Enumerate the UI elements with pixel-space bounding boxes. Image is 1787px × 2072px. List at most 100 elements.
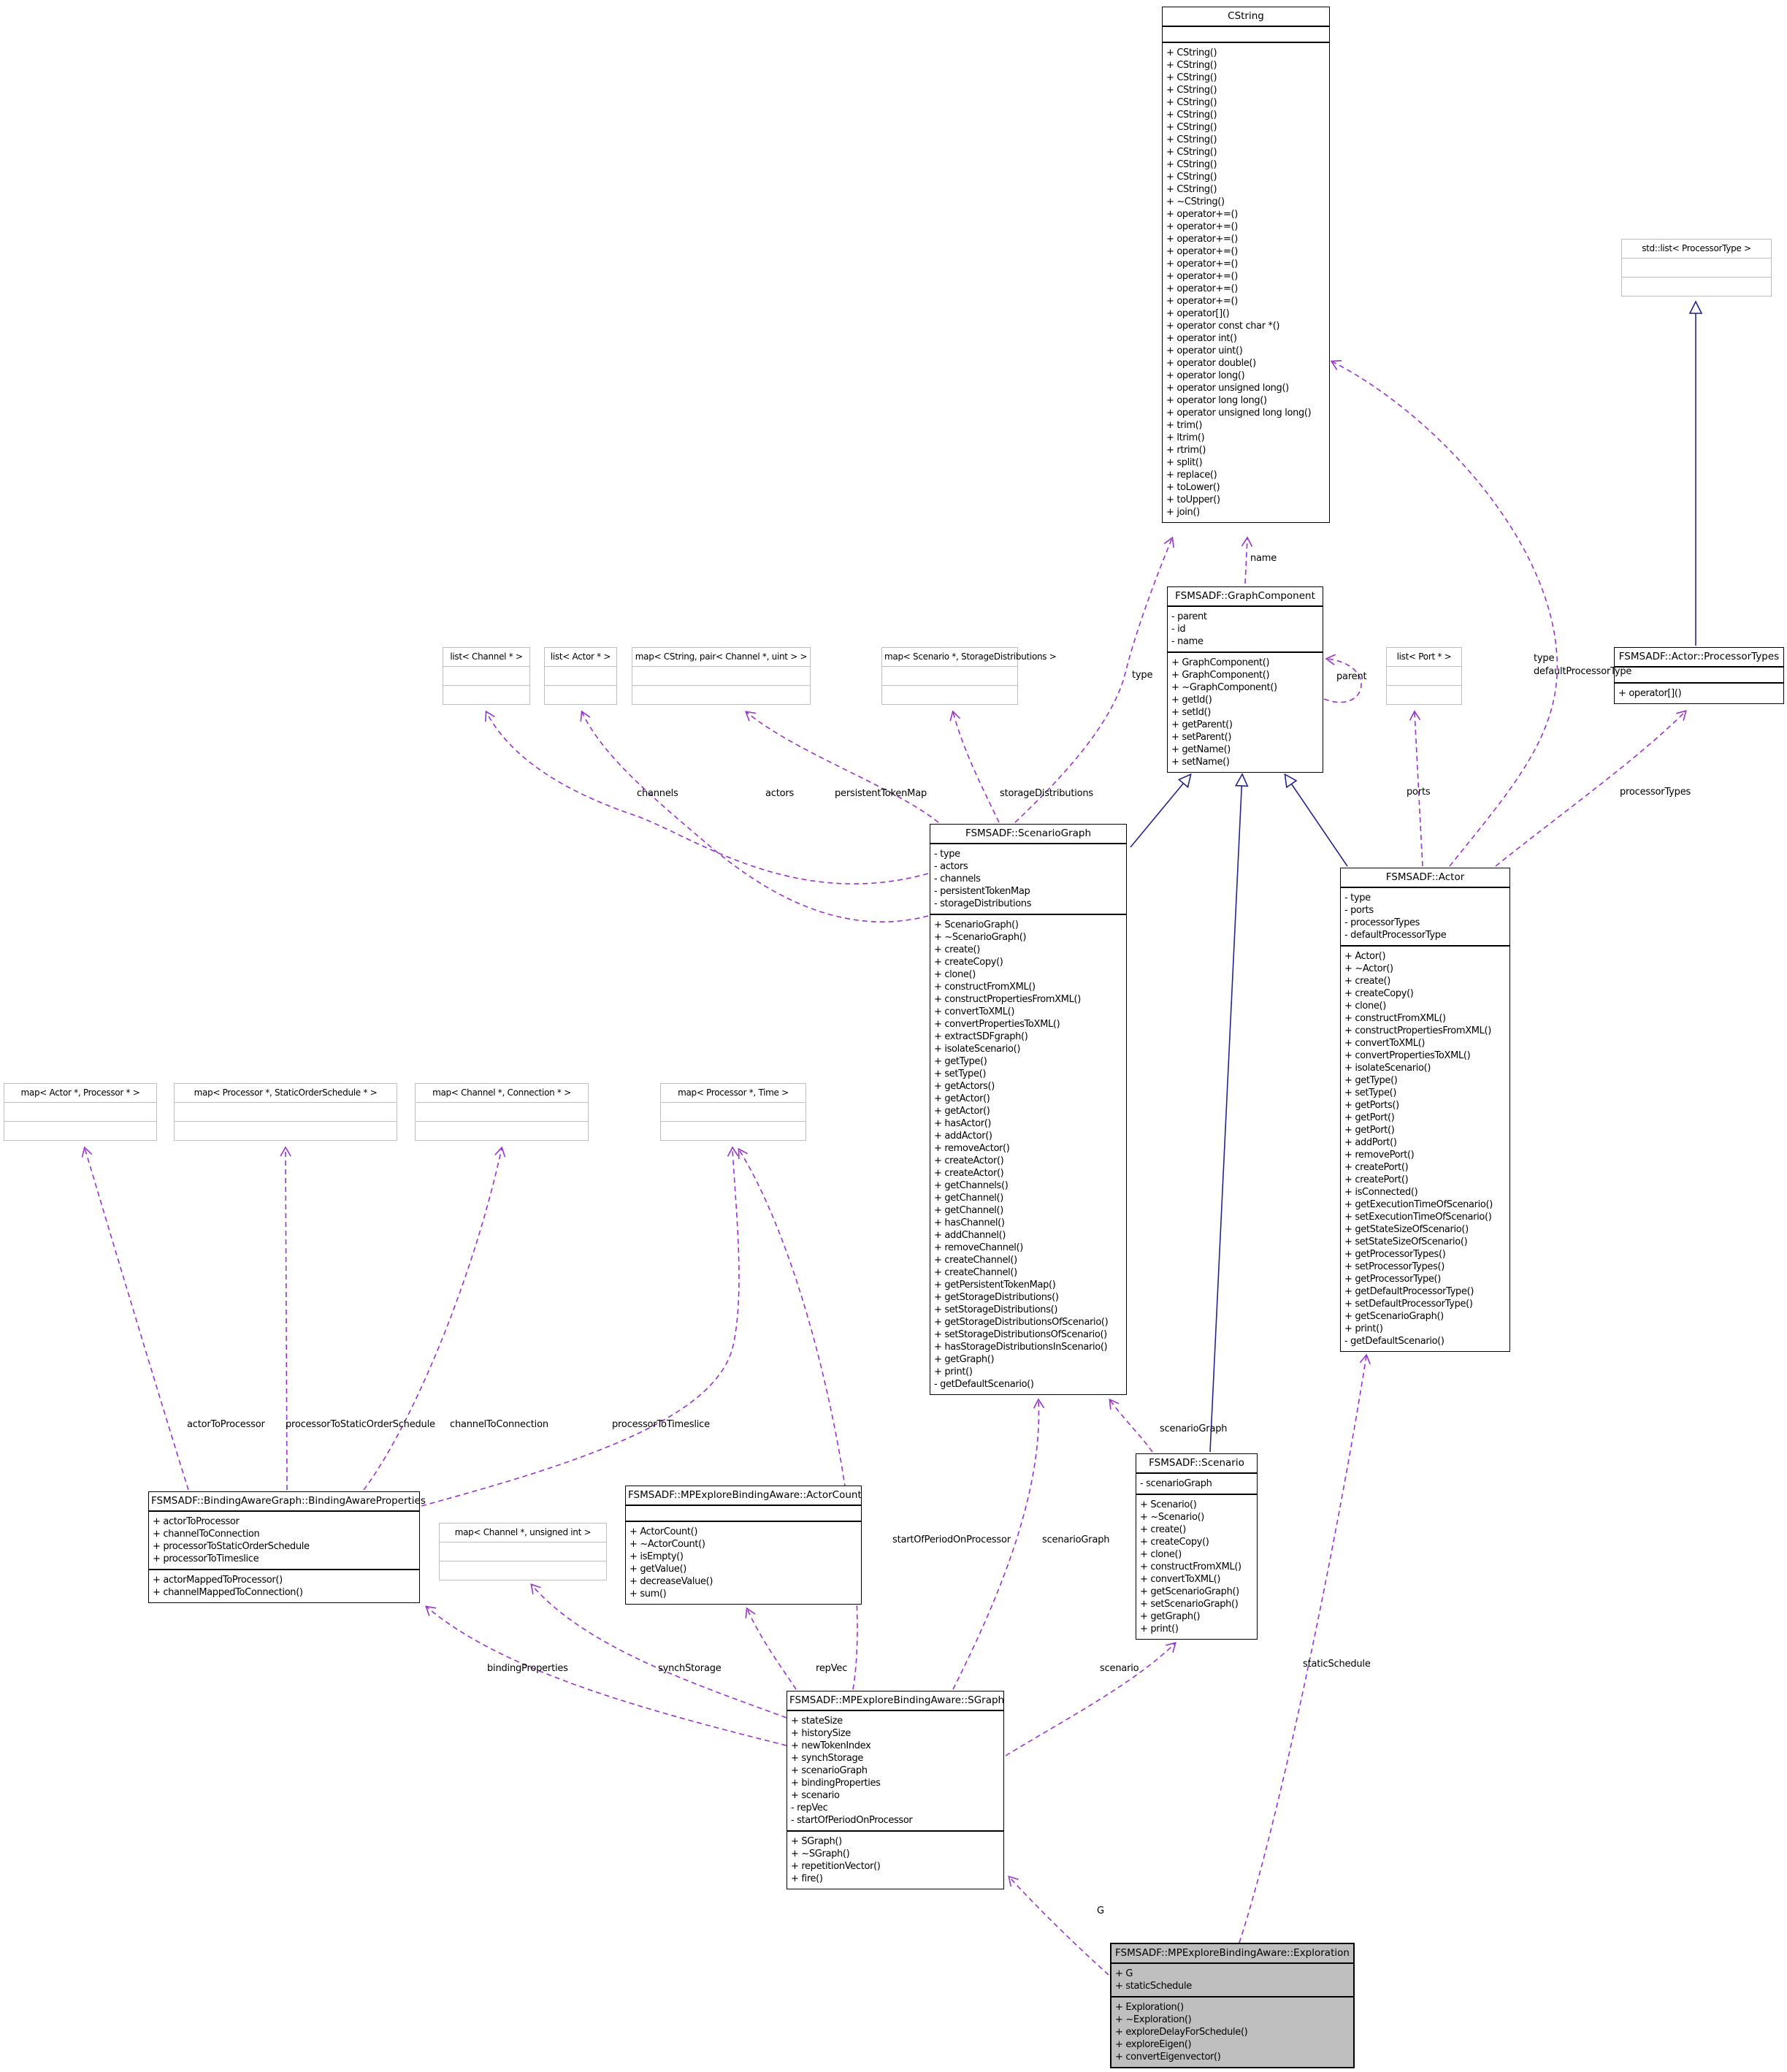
method: + CString() xyxy=(1166,47,1217,58)
edge-synchstorage xyxy=(530,1583,787,1719)
method: + convertEigenvector() xyxy=(1115,2052,1221,2063)
method: + ~ActorCount() xyxy=(630,1539,705,1550)
method: + fire() xyxy=(791,1873,823,1884)
class-box-stdlist-processortype[interactable]: std::list< ProcessorType > xyxy=(1621,239,1772,297)
class-box-sgraph[interactable]: FSMSADF::MPExploreBindingAware::SGraph+ … xyxy=(787,1691,1004,1889)
edge-processortostaticorderschedule xyxy=(280,1146,291,1491)
method: + getType() xyxy=(1344,1075,1398,1086)
attribute: - name xyxy=(1171,636,1204,647)
method: + operator unsigned long() xyxy=(1166,383,1289,394)
method: + print() xyxy=(934,1366,973,1377)
method: + Exploration() xyxy=(1115,2002,1184,2013)
class-box-actor[interactable]: FSMSADF::Actor- type- ports- processorTy… xyxy=(1340,868,1510,1352)
list-channel-methods-compartment xyxy=(443,685,529,704)
sgraph-methods-compartment: + SGraph()+ ~SGraph()+ repetitionVector(… xyxy=(787,1830,1003,1889)
method: + operator+=() xyxy=(1166,296,1238,307)
class-box-list-channel[interactable]: list< Channel * > xyxy=(443,647,530,705)
method: + setScenarioGraph() xyxy=(1140,1599,1239,1610)
method: + isConnected() xyxy=(1344,1187,1418,1198)
class-box-map-processor-time[interactable]: map< Processor *, Time > xyxy=(660,1083,806,1141)
attribute: + bindingProperties xyxy=(791,1778,881,1789)
method: + operator long() xyxy=(1166,370,1245,381)
edge-label-storagedistributions: storageDistributions xyxy=(1000,788,1093,799)
edge-persistenttokenmap xyxy=(744,711,939,823)
class-box-map-scenario-storagedistributions[interactable]: map< Scenario *, StorageDistributions > xyxy=(881,647,1057,705)
class-title-bindingawareproperties: FSMSADF::BindingAwareGraph::BindingAware… xyxy=(151,1495,426,1507)
method: + Scenario() xyxy=(1140,1499,1197,1510)
class-box-scenario[interactable]: FSMSADF::Scenario- scenarioGraph+ Scenar… xyxy=(1136,1453,1258,1640)
class-box-map-channel-uint[interactable]: map< Channel *, unsigned int > xyxy=(439,1523,607,1580)
edge-channels xyxy=(485,710,929,884)
method: + operator+=() xyxy=(1166,259,1238,269)
method: + clone() xyxy=(934,969,976,980)
method: + getPorts() xyxy=(1344,1100,1399,1111)
class-box-list-actor[interactable]: list< Actor * > xyxy=(544,647,617,705)
method: + operator+=() xyxy=(1166,283,1238,294)
sgraph-attributes-compartment: + stateSize+ historySize+ newTokenIndex+… xyxy=(787,1710,1003,1830)
attribute: - actors xyxy=(934,861,968,872)
class-box-map-actor-processor[interactable]: map< Actor *, Processor * > xyxy=(4,1083,157,1141)
map-cstring-pair-attributes-compartment xyxy=(632,666,810,685)
attribute: + historySize xyxy=(791,1728,851,1739)
method: + getDefaultProcessorType() xyxy=(1344,1286,1474,1297)
method: + setDefaultProcessorType() xyxy=(1344,1299,1473,1310)
class-box-bindingawareproperties[interactable]: FSMSADF::BindingAwareGraph::BindingAware… xyxy=(148,1491,426,1603)
method: + removeActor() xyxy=(934,1143,1010,1154)
class-box-graphcomponent[interactable]: FSMSADF::GraphComponent- parent- id- nam… xyxy=(1167,586,1323,773)
class-box-processortypes[interactable]: FSMSADF::Actor::ProcessorTypes+ operator… xyxy=(1614,647,1784,704)
method: + CString() xyxy=(1166,122,1217,133)
method: + toLower() xyxy=(1166,482,1220,493)
method: + operator[]() xyxy=(1618,688,1682,699)
edge-label-name: name xyxy=(1250,553,1277,564)
method: + repetitionVector() xyxy=(791,1861,881,1872)
attribute: - parent xyxy=(1171,611,1207,622)
edge-startofperiodonprocessor xyxy=(738,1147,858,1690)
method: + operator const char *() xyxy=(1166,321,1280,332)
edge-inherit-scenario xyxy=(1209,773,1249,1453)
class-box-map-channel-connection[interactable]: map< Channel *, Connection * > xyxy=(415,1083,589,1141)
method: + GraphComponent() xyxy=(1171,657,1270,668)
class-box-exploration[interactable]: FSMSADF::MPExploreBindingAware::Explorat… xyxy=(1110,1943,1355,2068)
method: + CString() xyxy=(1166,159,1217,170)
method: + convertPropertiesToXML() xyxy=(934,1019,1060,1030)
method: + getChannel() xyxy=(934,1205,1003,1216)
method: + getValue() xyxy=(630,1564,687,1575)
attribute: - type xyxy=(934,849,960,860)
class-title-map-channel-uint: map< Channel *, unsigned int > xyxy=(454,1527,592,1537)
class-box-map-processor-staticorderschedule[interactable]: map< Processor *, StaticOrderSchedule * … xyxy=(174,1083,397,1141)
class-title-map-channel-connection: map< Channel *, Connection * > xyxy=(432,1087,571,1098)
method: + replace() xyxy=(1166,470,1217,481)
method: + decreaseValue() xyxy=(630,1576,713,1587)
edge-scenario xyxy=(1005,1642,1176,1756)
map-channel-connection-attributes-compartment xyxy=(416,1102,588,1121)
attribute: - ports xyxy=(1344,905,1374,916)
method: + getScenarioGraph() xyxy=(1344,1311,1444,1322)
edge-label-repvec: repVec xyxy=(816,1663,848,1674)
class-title-map-processor-staticorderschedule: map< Processor *, StaticOrderSchedule * … xyxy=(194,1087,378,1098)
method: + ~Scenario() xyxy=(1140,1512,1205,1523)
method: + CString() xyxy=(1166,72,1217,83)
edge-label-staticschedule: staticSchedule xyxy=(1303,1659,1371,1670)
method: + getType() xyxy=(934,1056,987,1067)
edge-label-type-defaultprocessortype: type defaultProcessorType xyxy=(1534,653,1632,677)
class-box-cstring[interactable]: CString+ CString()+ CString()+ CString()… xyxy=(1162,7,1330,523)
edge-label-bindingproperties: bindingProperties xyxy=(487,1663,568,1674)
method: + getChannel() xyxy=(934,1193,1003,1204)
class-box-list-port[interactable]: list< Port * > xyxy=(1386,647,1462,705)
method: + addActor() xyxy=(934,1131,992,1142)
bindingawareproperties-attributes-compartment: + actorToProcessor+ channelToConnection+… xyxy=(149,1510,419,1569)
class-box-actorcount[interactable]: FSMSADF::MPExploreBindingAware::ActorCou… xyxy=(625,1486,862,1605)
class-box-map-cstring-pair[interactable]: map< CString, pair< Channel *, uint > > xyxy=(632,647,811,705)
method: + operator[]() xyxy=(1166,308,1230,319)
edge-staticschedule xyxy=(1239,1353,1371,1943)
method: + clone() xyxy=(1344,1001,1386,1012)
attribute: + G xyxy=(1115,1968,1133,1979)
method: + CString() xyxy=(1166,110,1217,121)
attribute: + scenarioGraph xyxy=(791,1765,868,1776)
method: + getId() xyxy=(1171,695,1212,706)
attribute: + newTokenIndex xyxy=(791,1740,871,1751)
edge-repvec xyxy=(745,1607,797,1690)
class-box-scenariograph[interactable]: FSMSADF::ScenarioGraph- type- actors- ch… xyxy=(930,824,1127,1395)
method: + getPort() xyxy=(1344,1125,1395,1136)
